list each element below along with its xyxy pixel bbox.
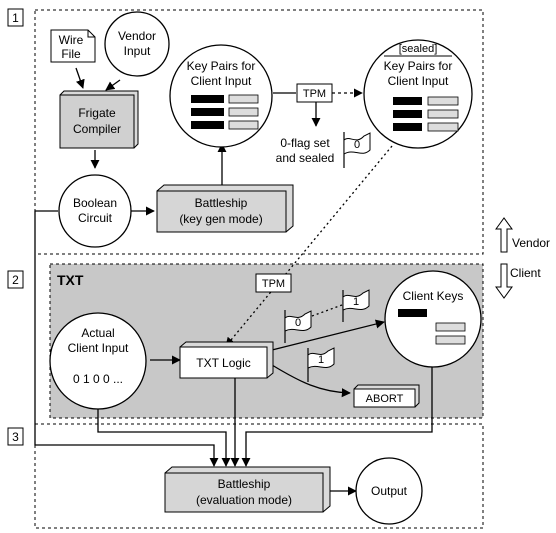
section-number-1: 1 xyxy=(7,8,24,27)
boolean-circuit-node: Boolean Circuit xyxy=(58,174,132,248)
edge-circuit-eval xyxy=(34,210,219,467)
edge-vendorinput-compiler xyxy=(105,79,121,91)
svg-text:(key gen mode): (key gen mode) xyxy=(179,212,262,226)
svg-text:Boolean: Boolean xyxy=(73,196,117,210)
edge-flag0-flag1 xyxy=(311,304,343,317)
svg-text:2: 2 xyxy=(12,273,19,287)
svg-text:Frigate: Frigate xyxy=(78,106,116,120)
svg-text:TPM: TPM xyxy=(303,88,326,100)
key-pairs-node: Key Pairs for Client Input xyxy=(169,44,273,148)
output-node: Output xyxy=(355,457,423,525)
svg-text:Client Input: Client Input xyxy=(68,341,129,355)
txt-logic-node: TXT Logic xyxy=(179,341,274,379)
client-keys-node: Client Keys xyxy=(384,270,482,368)
svg-text:0: 0 xyxy=(354,139,360,151)
svg-text:Actual: Actual xyxy=(81,326,114,340)
svg-text:[sealed]: [sealed] xyxy=(399,43,438,55)
wire-file-node: Wire File xyxy=(50,29,96,63)
section-number-3: 3 xyxy=(7,427,24,446)
flag-one-mid-icon: 1 xyxy=(342,289,370,322)
svg-text:Wire: Wire xyxy=(59,33,84,47)
battleship-eval-node: Battleship (evaluation mode) xyxy=(164,466,331,513)
svg-text:Client Input: Client Input xyxy=(388,74,449,88)
svg-text:Key Pairs for: Key Pairs for xyxy=(187,59,256,73)
tpm-top-node: TPM xyxy=(296,83,333,103)
svg-text:TXT Logic: TXT Logic xyxy=(196,356,250,370)
section-number-2: 2 xyxy=(7,270,24,289)
key-pair-rows xyxy=(191,94,259,130)
vendor-input-node: Vendor Input xyxy=(104,11,170,77)
vendor-arrow-icon xyxy=(495,217,513,253)
svg-text:Output: Output xyxy=(371,484,408,498)
svg-text:0-flag set: 0-flag set xyxy=(280,136,330,150)
svg-text:1: 1 xyxy=(318,354,324,366)
svg-text:(evaluation mode): (evaluation mode) xyxy=(196,493,292,507)
battleship-keygen-node: Battleship (key gen mode) xyxy=(156,184,294,233)
svg-text:Client Input: Client Input xyxy=(191,74,252,88)
svg-text:1: 1 xyxy=(12,11,19,25)
client-arrow-icon xyxy=(495,263,513,299)
svg-text:1: 1 xyxy=(353,296,359,308)
edge-wirefile-compiler xyxy=(75,67,85,89)
tpm-mid-node: TPM xyxy=(255,273,292,293)
section-1-frame xyxy=(34,9,484,255)
svg-text:Circuit: Circuit xyxy=(78,211,113,225)
txt-title: TXT xyxy=(57,272,84,288)
svg-text:TPM: TPM xyxy=(262,278,285,290)
client-label: Client xyxy=(510,266,541,280)
svg-text:Vendor: Vendor xyxy=(118,29,156,43)
svg-text:Key Pairs for: Key Pairs for xyxy=(384,59,453,73)
edge-sealed-txtlogic xyxy=(225,145,393,347)
svg-text:0: 0 xyxy=(295,317,301,329)
flag-zero-top-icon: 0 xyxy=(343,132,371,168)
svg-text:File: File xyxy=(61,47,81,61)
svg-text:Battleship: Battleship xyxy=(195,196,248,210)
flag-zero-mid-icon: 0 xyxy=(284,310,312,343)
flag-one-low-icon: 1 xyxy=(307,347,335,382)
abort-node: ABORT xyxy=(353,384,420,408)
svg-text:ABORT: ABORT xyxy=(366,393,404,405)
svg-text:and sealed: and sealed xyxy=(276,151,335,165)
svg-text:Battleship: Battleship xyxy=(218,477,271,491)
section-3-frame xyxy=(34,423,484,529)
svg-text:Input: Input xyxy=(124,44,151,58)
svg-text:3: 3 xyxy=(12,430,19,444)
svg-text:Compiler: Compiler xyxy=(73,122,121,136)
edge-txtlogic-clientkeys xyxy=(271,319,385,351)
edge-clientinput-eval xyxy=(97,408,231,467)
svg-text:0 1 0 0 ...: 0 1 0 0 ... xyxy=(73,372,123,386)
flag-note: 0-flag set and sealed xyxy=(276,136,335,165)
vendor-label: Vendor xyxy=(512,236,550,250)
frigate-compiler-node: Frigate Compiler xyxy=(59,90,139,149)
edge-clientkeys-eval xyxy=(241,367,433,467)
edge-txtlogic-abort xyxy=(271,364,351,398)
sealed-key-pairs-node: [sealed] Key Pairs for Client Input xyxy=(363,39,473,149)
svg-text:Client Keys: Client Keys xyxy=(403,289,464,303)
sealed-key-pair-rows xyxy=(393,96,459,132)
actual-client-input-node: Actual Client Input 0 1 0 0 ... xyxy=(49,312,147,410)
